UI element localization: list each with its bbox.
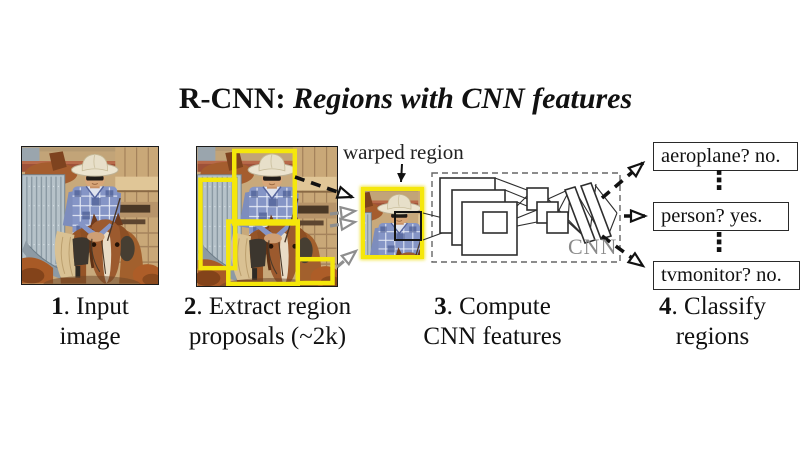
- vertical-ellipsis-icon: ⋮: [706, 166, 732, 196]
- step-1-number: 1: [51, 293, 64, 320]
- arrow-cnn-to-aeroplane: [600, 163, 643, 200]
- step-3-line2: CNN features: [423, 323, 562, 350]
- step-4-text: . Classify: [671, 293, 766, 320]
- cnn-label: CNN: [568, 234, 618, 259]
- step-1-line2: image: [59, 323, 121, 350]
- conv-map-1: [439, 177, 496, 234]
- step-4-line2: regions: [675, 323, 750, 350]
- step-3-number: 3: [434, 293, 447, 320]
- step-3-text: . Compute: [446, 293, 551, 320]
- step-label-4: 4. Classify regions: [610, 292, 811, 352]
- input-image-photo: [21, 146, 159, 285]
- step-label-2: 2. Extract region proposals (~2k): [165, 292, 370, 352]
- classify-box-tvmonitor: tvmonitor? no.: [653, 261, 800, 290]
- pool-map-2: [536, 201, 559, 224]
- pool-map-3: [546, 211, 569, 234]
- fc-layer-2: [579, 182, 613, 240]
- conv-inner-window: [482, 211, 508, 234]
- arrow-small-box-to-warp: [335, 251, 356, 269]
- receptive-field-rect: [394, 211, 422, 241]
- title-italic: Regions with CNN features: [285, 82, 633, 115]
- step-label-1: 1. Input image: [20, 292, 160, 352]
- proposal-box-horse: [226, 219, 301, 286]
- step-2-text: . Extract region: [196, 293, 352, 320]
- warped-region-label: warped region: [343, 140, 464, 164]
- step-4-number: 4: [659, 293, 672, 320]
- conv-map-3: [461, 201, 518, 256]
- cnn-connection-lines: [422, 177, 618, 242]
- title-prefix: R-CNN:: [178, 82, 286, 115]
- conv-map-2: [451, 189, 506, 246]
- step-label-3: 3. Compute CNN features: [390, 292, 595, 352]
- vertical-ellipsis-icon: ⋮: [706, 228, 732, 258]
- proposal-box-small: [295, 256, 335, 286]
- step-1-text: . Input: [63, 293, 129, 320]
- warped-region-image: [361, 187, 424, 259]
- figure-title: R-CNN: Regions with CNN features: [0, 82, 811, 116]
- classify-box-person: person? yes.: [653, 202, 789, 231]
- step-2-number: 2: [183, 293, 197, 320]
- down-arrow-icon: [397, 163, 406, 183]
- step-2-line2: proposals (~2k): [188, 323, 347, 350]
- pool-map-1: [526, 187, 549, 211]
- classify-box-aeroplane: aeroplane? no.: [653, 142, 798, 171]
- region-proposals-image: [196, 146, 338, 287]
